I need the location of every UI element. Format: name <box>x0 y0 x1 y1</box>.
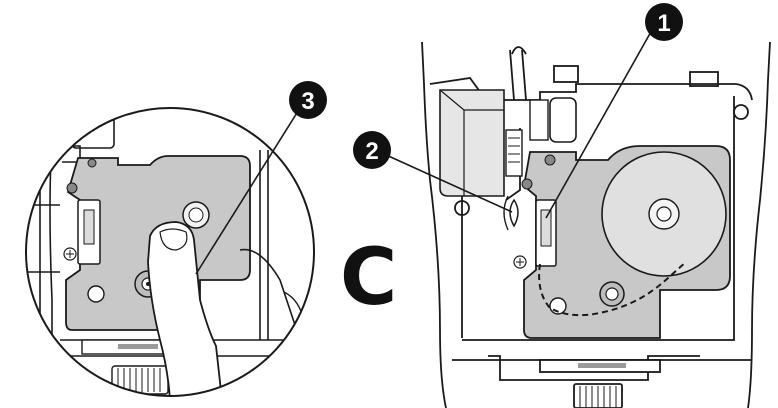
callout-2-label: 2 <box>365 138 378 165</box>
callout-1: 1 <box>645 3 683 41</box>
callout-3-label: 3 <box>301 88 314 115</box>
step-letter: C <box>340 233 397 323</box>
label-exit-slot <box>510 200 518 226</box>
magnified-detail <box>26 108 314 400</box>
callout-2: 2 <box>353 131 391 169</box>
callout-3: 3 <box>289 81 327 119</box>
callout-1-label: 1 <box>657 10 670 37</box>
device-overview <box>384 30 770 408</box>
